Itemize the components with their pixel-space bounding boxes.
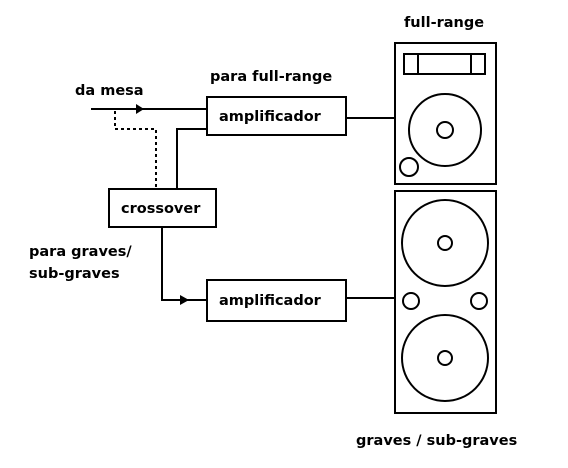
crossover-to-amp-top-line: [176, 128, 207, 189]
bass-port: [399, 157, 419, 177]
full-range-cabinet: [394, 42, 497, 185]
mixer-to-crossover-dotted-line: [114, 111, 157, 189]
amp-bottom-arrow-icon: [180, 295, 189, 305]
signal-lines: [91, 108, 395, 301]
amplifier-bottom-box: [206, 279, 347, 322]
tweeter-horn: [403, 53, 486, 75]
lows-speaker-label: graves / sub-graves: [356, 433, 517, 449]
full-range-speaker: [394, 42, 497, 185]
crossover-to-amp-bottom-line: [161, 227, 207, 301]
left-port: [402, 292, 420, 310]
full-range-woofer: [408, 93, 482, 167]
source-label: da mesa: [75, 83, 144, 99]
amplifier-top-label: amplificador: [219, 109, 322, 125]
full-range-woofer-cap: [436, 121, 454, 139]
to-full-range-label: para full-range: [210, 69, 332, 85]
crossover-label: crossover: [121, 201, 201, 217]
crossover-box: [108, 188, 217, 228]
right-port: [470, 292, 488, 310]
input-arrow-icon: [136, 104, 144, 114]
amplifier-top-box: [206, 96, 347, 136]
to-lows-label-line1: para graves/: [29, 244, 132, 260]
lower-woofer-cap: [437, 350, 453, 366]
lower-woofer: [401, 314, 489, 402]
upper-woofer-cap: [437, 235, 453, 251]
full-range-speaker-label: full-range: [404, 15, 484, 31]
upper-woofer: [401, 199, 489, 287]
amplifier-bottom-label: amplificador: [219, 293, 322, 309]
sub-speaker: [394, 190, 497, 414]
to-lows-label-line2: sub-graves: [29, 266, 120, 282]
sub-cabinet: [394, 190, 497, 414]
